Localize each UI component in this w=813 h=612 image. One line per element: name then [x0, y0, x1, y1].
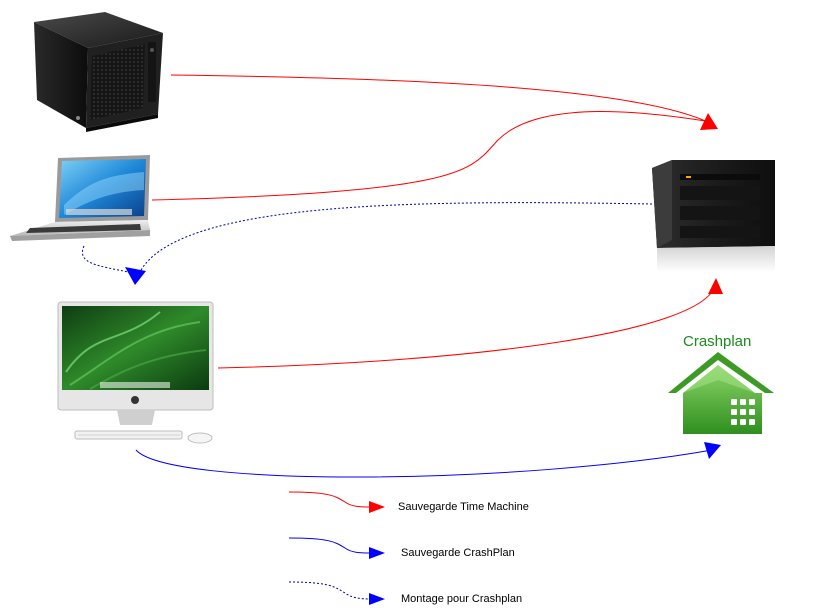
crashplan-label: Crashplan [683, 333, 752, 350]
connector-imac-to-crashplan [135, 442, 721, 478]
connector-mini-pc-to-nas [170, 74, 718, 130]
nas-server-icon [652, 160, 775, 272]
connector-imac-to-nas [217, 278, 723, 369]
connector-nas-to-imac-mount [125, 202, 653, 285]
legend-time-machine-line [288, 491, 385, 513]
crashplan-house-icon [668, 352, 774, 434]
connector-path [170, 74, 713, 125]
laptop-icon [10, 155, 150, 241]
arrowhead [125, 267, 146, 285]
connector-path [81, 245, 129, 273]
connector-path [135, 449, 713, 478]
legend-crashplan-line [288, 537, 385, 559]
legend-time-machine-label: Sauvegarde Time Machine [398, 501, 529, 513]
connector-path [217, 285, 716, 369]
connector-laptop-to-imac-mount [81, 245, 129, 273]
connector-path [151, 111, 713, 201]
imac-icon [57, 301, 214, 444]
connector-laptop-to-nas [151, 111, 713, 201]
legend-mount-line [288, 581, 385, 605]
arrowhead [708, 278, 723, 294]
connector-path [137, 202, 653, 277]
mini-pc-icon [34, 12, 163, 132]
arrowhead [704, 442, 721, 459]
legend-crashplan-label: Sauvegarde CrashPlan [401, 547, 515, 559]
legend-mount-label: Montage pour Crashplan [401, 593, 523, 605]
